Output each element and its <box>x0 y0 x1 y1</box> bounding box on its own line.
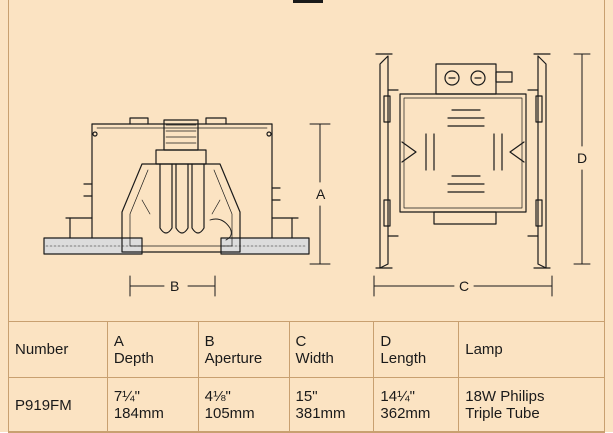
cell-width: 15" 381mm <box>288 377 375 433</box>
header-lamp: Lamp <box>458 321 605 378</box>
cell-aperture: 4⅛" 105mm <box>197 377 290 433</box>
table-row: P919FM 7¼" 184mm 4⅛" 105mm 15" 381mm 14¼… <box>8 377 605 433</box>
top-view-fixture <box>375 53 551 269</box>
technical-drawing: A B C D <box>43 53 591 297</box>
dimension-d-label: D <box>577 150 587 166</box>
header-aperture: B Aperture <box>197 321 290 378</box>
side-view-fixture <box>43 117 310 255</box>
dimension-a-label: A <box>316 186 326 202</box>
cell-lamp: 18W Philips Triple Tube <box>458 377 605 433</box>
cell-length: 14¼" 362mm <box>373 377 460 433</box>
dimension-d-line <box>573 53 591 265</box>
header-number: Number <box>8 321 108 378</box>
header-length: D Length <box>373 321 460 378</box>
header-depth: A Depth <box>106 321 199 378</box>
top-edge-mark <box>293 0 323 3</box>
dimension-c-label: C <box>459 278 469 294</box>
header-width: C Width <box>288 321 375 378</box>
dimension-b-label: B <box>170 278 179 294</box>
cell-number: P919FM <box>8 377 108 433</box>
spec-table: Number A Depth B Aperture C Width D Leng… <box>8 321 605 433</box>
dimension-c-line <box>373 275 553 297</box>
dimension-a-line <box>309 123 331 265</box>
spec-table-header: Number A Depth B Aperture C Width D Leng… <box>8 321 605 378</box>
dimension-b-line <box>129 275 216 297</box>
cell-depth: 7¼" 184mm <box>106 377 199 433</box>
